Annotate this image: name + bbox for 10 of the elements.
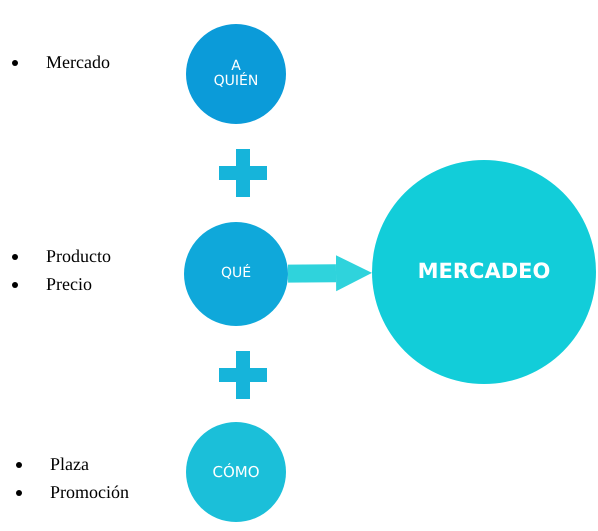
arrow xyxy=(288,255,372,292)
bullet-item: Producto xyxy=(10,242,111,270)
bullet-item: Promoción xyxy=(14,478,129,506)
bullet-item: Precio xyxy=(10,270,92,298)
bullet-item: Mercado xyxy=(10,48,110,76)
node-label: MERCADEO xyxy=(418,260,550,284)
bullet-item: Plaza xyxy=(14,450,89,478)
node-label: QUÉ xyxy=(220,266,252,282)
node-label: CÓMO xyxy=(212,464,260,480)
node-label: A QUIÉN xyxy=(214,58,258,90)
